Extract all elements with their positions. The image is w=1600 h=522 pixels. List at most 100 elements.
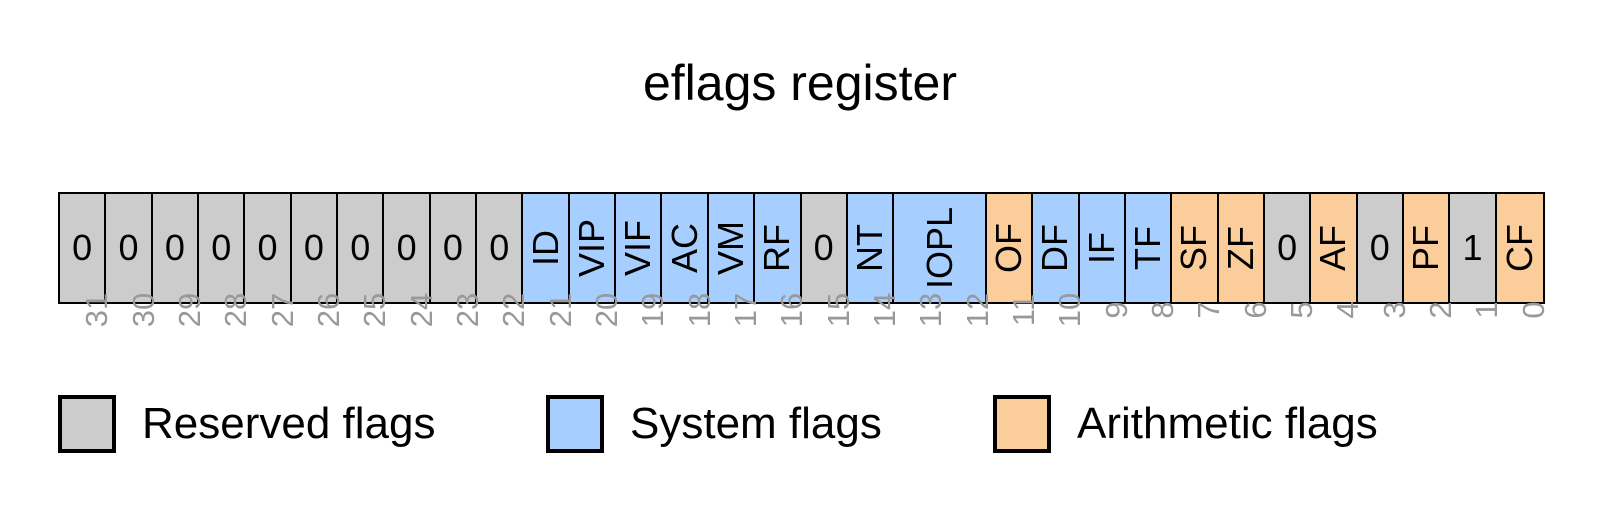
register-cell-vm-bit17: VM (708, 194, 756, 302)
register-cell-id-bit21: ID (523, 194, 570, 302)
bit-number-0: 0 (1515, 301, 1551, 319)
register-cell-vip-bit20: VIP (569, 194, 617, 302)
bit-number-slot: 22 (475, 293, 531, 368)
cell-label: 1 (1462, 227, 1483, 268)
legend-swatch-system-icon (546, 395, 604, 453)
register-cell-of-bit11: OF (986, 194, 1034, 302)
bit-number-slot: 0 (1495, 301, 1551, 368)
cell-label: IF (1080, 232, 1122, 264)
register-cell-iopl-bit13-12: IOPL (894, 194, 987, 302)
register-cell-nt-bit14: NT (847, 194, 895, 302)
legend-item-arithmetic: Arithmetic flags (993, 395, 1378, 453)
legend-swatch-reserved-icon (58, 395, 116, 453)
bit-number-slot: 8 (1124, 301, 1180, 368)
bit-number-slot: 27 (243, 293, 300, 368)
bit-number-slot: 25 (336, 293, 392, 368)
register-cell-ac-bit18: AC (662, 194, 709, 302)
cell-label: VIP (570, 218, 612, 278)
bit-number-slot: 6 (1217, 301, 1273, 368)
bit-number-slot: 24 (382, 293, 439, 368)
register-cell-0-bit25: 0 (338, 194, 385, 302)
register-cell-cf-bit0: CF (1496, 194, 1543, 302)
register-cell-1-bit1: 1 (1450, 194, 1497, 302)
register-cell-tf-bit8: TF (1125, 194, 1173, 302)
cell-label: ZF (1219, 226, 1261, 270)
bit-number-slot: 19 (614, 293, 670, 368)
cell-label: CF (1498, 224, 1540, 272)
register-cell-0-bit5: 0 (1264, 194, 1312, 302)
cell-label: VIF (617, 219, 659, 277)
bit-number-slot: 17 (707, 293, 763, 368)
legend-swatch-arithmetic-icon (993, 395, 1051, 453)
cell-label: AF (1312, 224, 1354, 272)
cell-label: 0 (164, 227, 185, 268)
register-cell-sf-bit7: SF (1172, 194, 1219, 302)
register-cell-rf-bit16: RF (755, 194, 802, 302)
register-cell-df-bit10: DF (1033, 194, 1080, 302)
cell-label: 0 (257, 227, 278, 268)
bit-number-slot: 2 (1402, 301, 1458, 368)
register-cell-vif-bit19: VIF (616, 194, 663, 302)
bit-number-slot: 26 (290, 293, 346, 368)
bit-number-slot: 3 (1356, 301, 1412, 368)
register-cell-0-bit26: 0 (291, 194, 339, 302)
cell-label: 0 (489, 227, 510, 268)
bit-number-slot: 28 (197, 293, 253, 368)
cell-label: 0 (211, 227, 232, 268)
cell-label: 0 (813, 227, 834, 268)
bit-number-slot: 14 (846, 293, 902, 368)
cell-label: ID (524, 230, 566, 266)
bit-number-slot: 23 (429, 293, 485, 368)
register-cell-af-bit4: AF (1311, 194, 1358, 302)
bit-number-slot: 12 (939, 293, 995, 368)
legend-label-arithmetic: Arithmetic flags (1077, 399, 1378, 448)
bit-number-slot: 29 (151, 293, 207, 368)
register-cell-0-bit31: 0 (60, 194, 107, 302)
cell-label: IOPL (918, 206, 960, 290)
register-cell-0-bit23: 0 (430, 194, 478, 302)
bit-number-slot: 18 (660, 293, 717, 368)
cell-label: PF (1405, 224, 1447, 272)
legend-item-system: System flags (546, 395, 882, 453)
legend-item-reserved: Reserved flags (58, 395, 435, 453)
bit-number-slot: 9 (1078, 301, 1134, 368)
cell-label: SF (1173, 224, 1215, 272)
bit-number-slot: 31 (58, 293, 114, 368)
cell-label: 0 (1369, 227, 1390, 268)
cell-label: DF (1034, 224, 1076, 272)
cell-label: 0 (1277, 227, 1298, 268)
register-cell-0-bit30: 0 (106, 194, 153, 302)
bit-number-slot: 16 (753, 293, 809, 368)
bit-number-slot: 4 (1309, 301, 1365, 368)
bit-number-slot: 13 (892, 293, 948, 368)
register-cell-pf-bit2: PF (1403, 194, 1451, 302)
legend-label-system: System flags (630, 399, 882, 448)
register-cell-0-bit22: 0 (477, 194, 524, 302)
bit-number-slot: 20 (568, 293, 624, 368)
register-cell-0-bit24: 0 (384, 194, 431, 302)
bit-number-slot: 30 (104, 293, 161, 368)
cell-label: VM (709, 221, 751, 275)
register-cell-zf-bit6: ZF (1218, 194, 1265, 302)
cell-label: 0 (442, 227, 463, 268)
register-cell-if-bit9: IF (1079, 194, 1126, 302)
legend-label-reserved: Reserved flags (142, 399, 436, 448)
register-cell-0-bit27: 0 (245, 194, 292, 302)
bit-number-slot: 10 (1031, 293, 1087, 368)
register-cell-0-bit15: 0 (801, 194, 848, 302)
cell-label: 0 (350, 227, 371, 268)
bit-number-slot: 1 (1448, 301, 1504, 368)
register-cell-0-bit28: 0 (199, 194, 246, 302)
bit-number-slot: 5 (1263, 301, 1319, 368)
legend: Reserved flags System flags Arithmetic f… (58, 395, 1548, 465)
bit-number-slot: 7 (1170, 301, 1226, 368)
cell-label: RF (756, 224, 798, 272)
cell-label: NT (849, 224, 891, 272)
cell-label: 0 (303, 227, 324, 268)
register-cell-0-bit29: 0 (152, 194, 200, 302)
bit-number-slot: 15 (800, 293, 856, 368)
cell-label: 0 (72, 227, 93, 268)
